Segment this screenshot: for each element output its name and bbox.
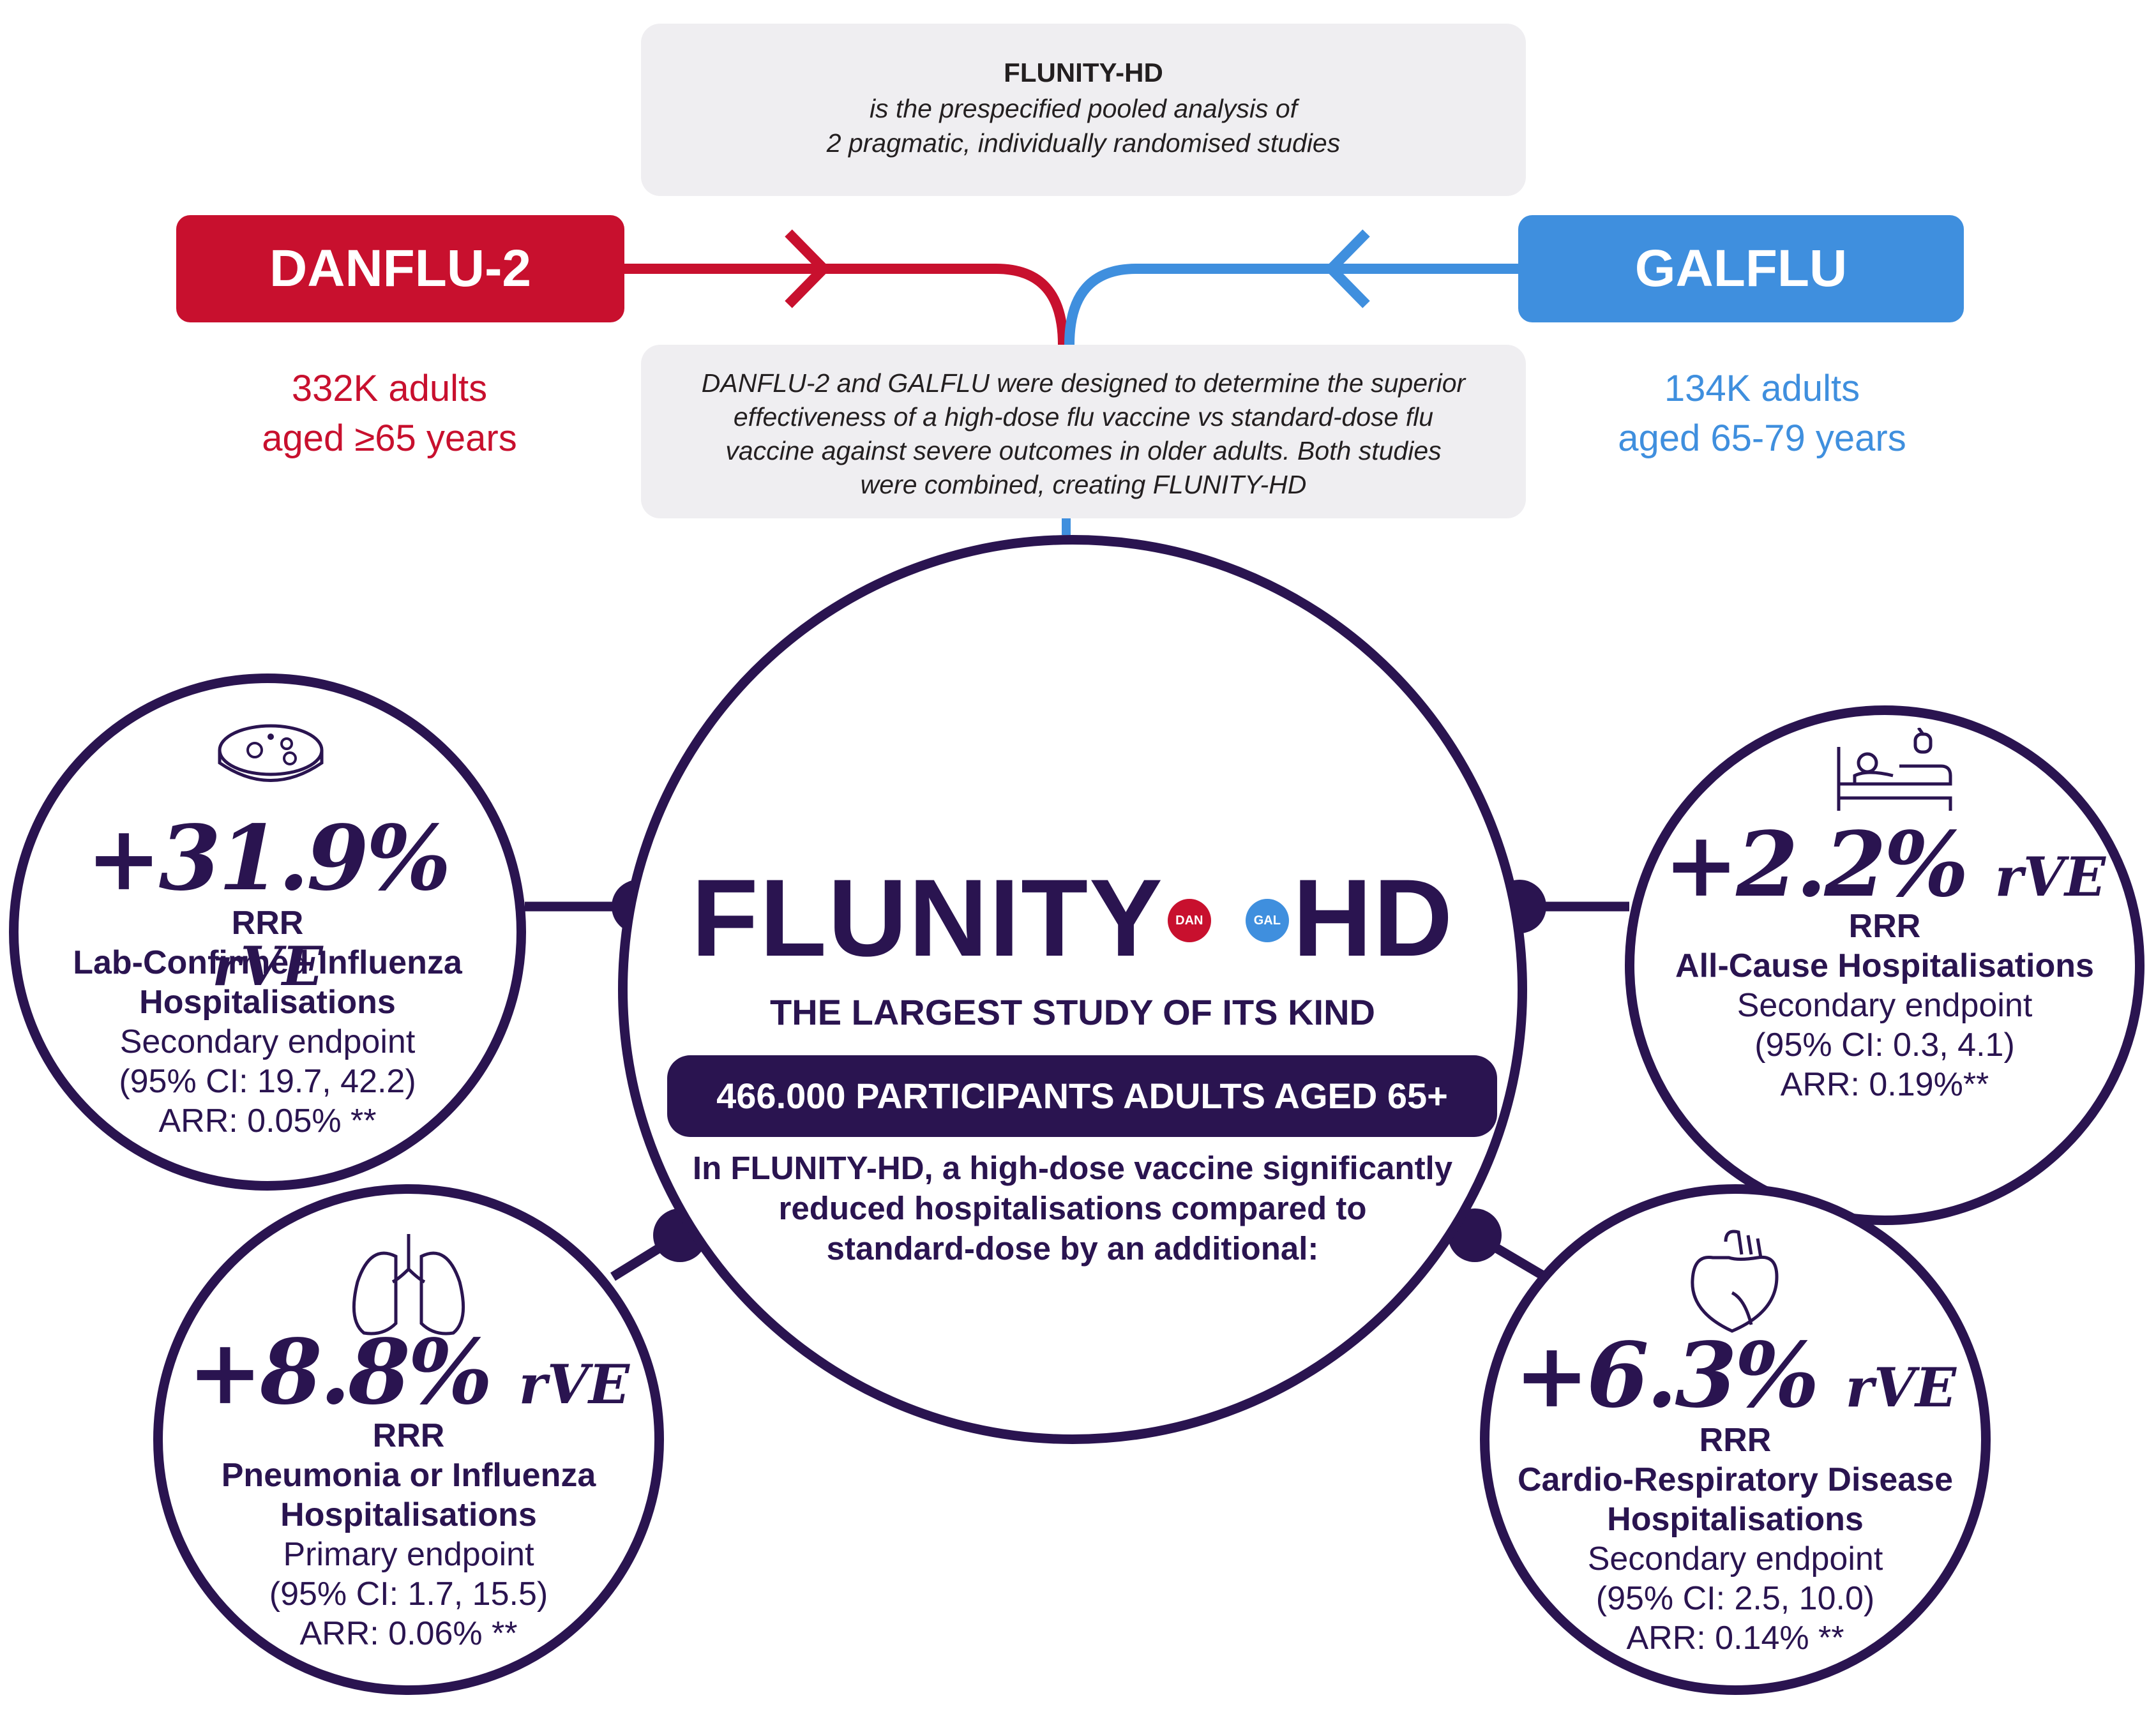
card-title-2: Hospitalisations — [1607, 1501, 1864, 1538]
all-stat: +2.2% rVE — [1634, 817, 2135, 925]
galflu-label: GALFLU — [1518, 215, 1964, 322]
header-line-1: is the prespecified pooled analysis of — [869, 94, 1298, 123]
outcome-all-cause-circle: +2.2% rVE RRR All-Cause Hospitalisations… — [1625, 705, 2145, 1225]
main-text-line-3: standard-dose by an additional: — [826, 1230, 1319, 1267]
pneu-endpoint: Primary endpoint — [283, 1536, 534, 1573]
galflu-population: 134K adults aged 65-79 years — [1583, 364, 1941, 463]
lab-ci: (95% CI: 19.7, 42.2) — [119, 1063, 416, 1100]
main-subtitle: THE LARGEST STUDY OF ITS KIND — [770, 992, 1375, 1032]
all-endpoint: Secondary endpoint — [1737, 987, 2033, 1024]
description-line-3: vaccine against severe outcomes in older… — [725, 436, 1442, 465]
all-ci: (95% CI: 0.3, 4.1) — [1754, 1027, 2015, 1064]
description-line-4: were combined, creating FLUNITY-HD — [860, 470, 1307, 499]
danflu-arrow-icon — [785, 229, 829, 308]
outcome-lab-circle: +31.9% rVE RRR Lab-Confirmed Influenza H… — [9, 674, 526, 1191]
card-labels: RRR Cardio-Respiratory Disease Hospitali… — [1489, 1420, 1981, 1658]
all-arr: ARR: 0.19%** — [1780, 1066, 1989, 1103]
pneu-title-1: Pneumonia or Influenza — [221, 1457, 596, 1494]
all-labels: RRR All-Cause Hospitalisations Secondary… — [1634, 907, 2135, 1104]
lab-arr: ARR: 0.05% ** — [158, 1103, 377, 1140]
heart-icon — [1691, 1230, 1779, 1333]
description-line-2: effectiveness of a high-dose flu vaccine… — [733, 402, 1434, 432]
description-line-1: DANFLU-2 and GALFLU were designed to det… — [701, 368, 1466, 398]
main-text-line-2: reduced hospitalisations compared to — [778, 1190, 1367, 1226]
header-line-2: 2 pragmatic, individually randomised stu… — [826, 128, 1341, 158]
outcome-pneumonia-circle: +8.8% rVE RRR Pneumonia or Influenza Hos… — [153, 1184, 664, 1695]
card-stat-value: +6.3% — [1514, 1323, 1820, 1428]
danflu-pop-line-2: aged ≥65 years — [262, 418, 517, 459]
main-summary: In FLUNITY-HD, a high-dose vaccine signi… — [679, 1148, 1466, 1268]
description-box: DANFLU-2 and GALFLU were designed to det… — [641, 345, 1526, 518]
danflu-pop-line-1: 332K adults — [291, 368, 488, 409]
lab-rve: rVE — [212, 935, 323, 998]
main-text-line-1: In FLUNITY-HD, a high-dose vaccine signi… — [692, 1150, 1453, 1186]
card-stat: +6.3% rVE — [1489, 1328, 1981, 1436]
card-title-1: Cardio-Respiratory Disease — [1517, 1461, 1954, 1498]
danflu-label: DANFLU-2 — [176, 215, 624, 322]
all-stat-value: +2.2% — [1663, 813, 1969, 917]
all-rrr: RRR — [1848, 908, 1921, 945]
galflu-pop-line-1: 134K adults — [1664, 368, 1860, 409]
card-arr: ARR: 0.14% ** — [1626, 1620, 1844, 1657]
participants-banner: 466.000 PARTICIPANTS ADULTS AGED 65+ YEA… — [667, 1055, 1497, 1198]
logo-left-text: FLUNITY — [691, 857, 1164, 979]
pneu-rrr: RRR — [372, 1417, 445, 1454]
lab-stat: +31.9% rVE — [19, 811, 516, 1014]
danflu-connector — [624, 264, 1068, 345]
all-rve: rVE — [1994, 845, 2106, 908]
lab-stat-value: +31.9% — [86, 806, 451, 911]
lab-title-2: Hospitalisations — [139, 984, 396, 1021]
dan-dot: DAN — [1167, 898, 1211, 942]
header-box: FLUNITY-HD is the prespecified pooled an… — [641, 24, 1526, 196]
petri-dish-icon — [218, 724, 324, 782]
lab-title-1: Lab-Confirmed Influenza — [73, 944, 462, 981]
pneu-ci: (95% CI: 1.7, 15.5) — [269, 1576, 548, 1613]
card-endpoint: Secondary endpoint — [1587, 1540, 1883, 1577]
card-ci: (95% CI: 2.5, 10.0) — [1595, 1580, 1875, 1617]
pneu-stat-value: +8.8% — [187, 1320, 493, 1425]
lab-rrr: RRR — [231, 905, 304, 942]
galflu-arrow-icon — [1326, 229, 1370, 308]
lab-labels: RRR Lab-Confirmed Influenza Hospitalisat… — [19, 903, 516, 1141]
gal-dot: GAL — [1245, 898, 1289, 942]
all-title-1: All-Cause Hospitalisations — [1675, 947, 2094, 984]
lab-endpoint: Secondary endpoint — [119, 1023, 416, 1060]
header-title: FLUNITY-HD — [1004, 57, 1163, 87]
hospital-bed-icon — [1837, 728, 1952, 811]
danflu-population: 332K adults aged ≥65 years — [211, 364, 568, 463]
pneu-labels: RRR Pneumonia or Influenza Hospitalisati… — [163, 1416, 654, 1653]
galflu-connector — [1064, 264, 1518, 345]
card-rrr: RRR — [1699, 1422, 1772, 1459]
pneu-rve: rVE — [518, 1353, 630, 1416]
card-rve: rVE — [1845, 1356, 1957, 1419]
logo-right-text: HD — [1292, 857, 1454, 979]
lungs-icon — [352, 1234, 465, 1336]
outcome-cardio-circle: +6.3% rVE RRR Cardio-Respiratory Disease… — [1480, 1184, 1991, 1695]
pneu-stat: +8.8% rVE — [163, 1325, 654, 1433]
pneu-arr: ARR: 0.06% ** — [299, 1615, 518, 1652]
pneu-title-2: Hospitalisations — [280, 1496, 537, 1533]
galflu-pop-line-2: aged 65-79 years — [1618, 418, 1906, 459]
